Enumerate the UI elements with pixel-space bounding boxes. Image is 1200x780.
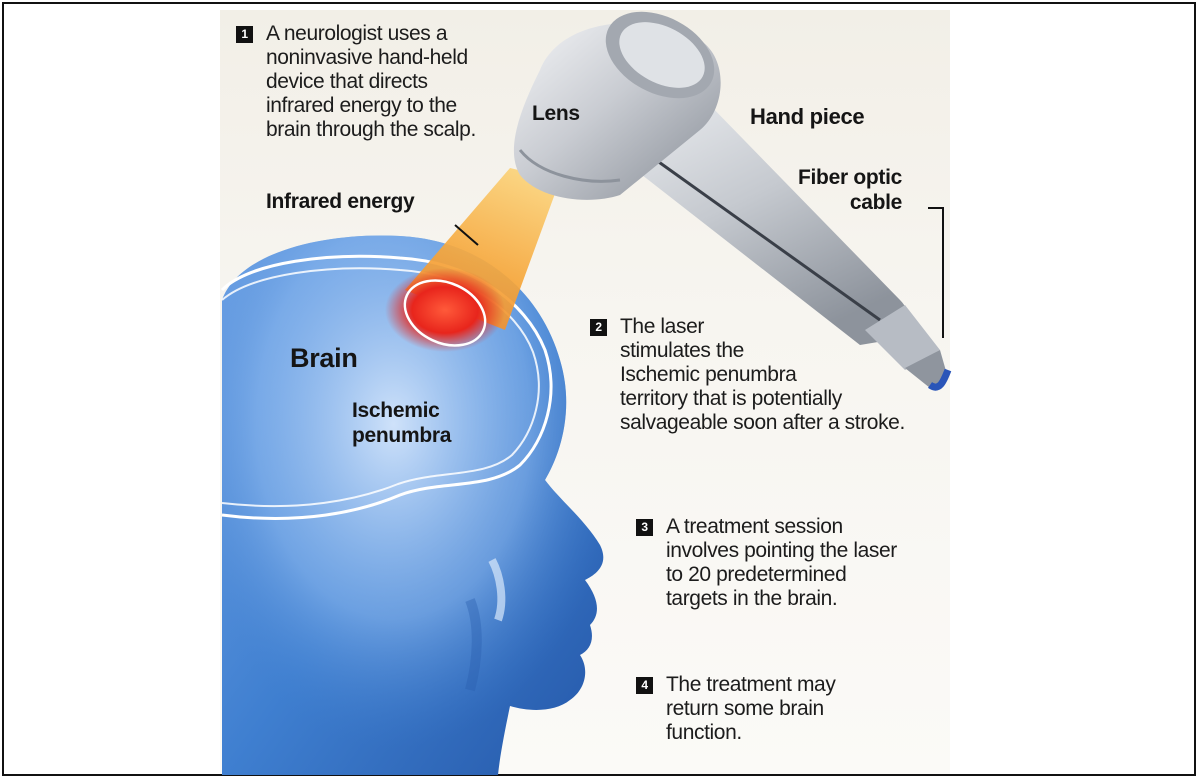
- step-text: A treatment session involves pointing th…: [666, 515, 897, 610]
- step-text: The treatment may return some brain func…: [666, 673, 836, 744]
- ischemic-penumbra-label: Ischemic penumbra: [352, 399, 452, 447]
- infrared-energy-label: Infrared energy: [266, 190, 415, 213]
- cable-leader-line: [928, 207, 944, 338]
- step-number-badge: 2: [590, 319, 607, 336]
- lens-label: Lens: [532, 102, 580, 125]
- step-text: A neurologist uses a noninvasive hand-he…: [266, 22, 476, 141]
- fiber-optic-cable-label: Fiber optic cable: [798, 166, 903, 214]
- step-number-badge: 1: [236, 26, 253, 43]
- infrared-leader-line: [454, 224, 479, 246]
- step-number-badge: 3: [636, 519, 653, 536]
- hotspot: [385, 268, 505, 352]
- hand-piece-label: Hand piece: [750, 104, 865, 129]
- head-silhouette: [220, 235, 604, 776]
- step-text: The laser stimulates the Ischemic penumb…: [620, 315, 905, 434]
- handle-groove: [634, 143, 881, 322]
- brain-label: Brain: [290, 343, 358, 373]
- step-number-badge: 4: [636, 677, 653, 694]
- infrared-beam: [385, 168, 560, 352]
- fiber-optic-cable-shape: [927, 368, 952, 391]
- hand-held-device: [513, 11, 952, 391]
